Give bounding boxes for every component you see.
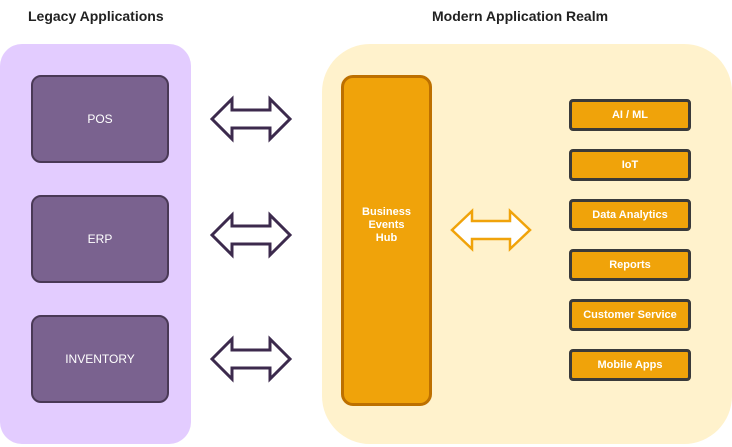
- legacy-app-erp[interactable]: ERP: [31, 195, 169, 283]
- double-arrow-icon: [209, 211, 293, 259]
- double-arrow-icon: [209, 335, 293, 383]
- service-iot[interactable]: IoT: [569, 149, 691, 181]
- legacy-applications-title: Legacy Applications: [28, 8, 164, 24]
- legacy-app-pos[interactable]: POS: [31, 75, 169, 163]
- service-customer-service[interactable]: Customer Service: [569, 299, 691, 331]
- service-reports[interactable]: Reports: [569, 249, 691, 281]
- legacy-app-inventory[interactable]: INVENTORY: [31, 315, 169, 403]
- business-events-hub-label: Business Events Hub: [362, 206, 411, 244]
- double-arrow-icon: [209, 95, 293, 143]
- service-data-analytics[interactable]: Data Analytics: [569, 199, 691, 231]
- modern-application-realm-title: Modern Application Realm: [432, 8, 609, 24]
- service-ai-ml[interactable]: AI / ML: [569, 99, 691, 131]
- service-mobile-apps[interactable]: Mobile Apps: [569, 349, 691, 381]
- business-events-hub[interactable]: Business Events Hub: [341, 75, 432, 406]
- double-arrow-icon: [450, 208, 532, 252]
